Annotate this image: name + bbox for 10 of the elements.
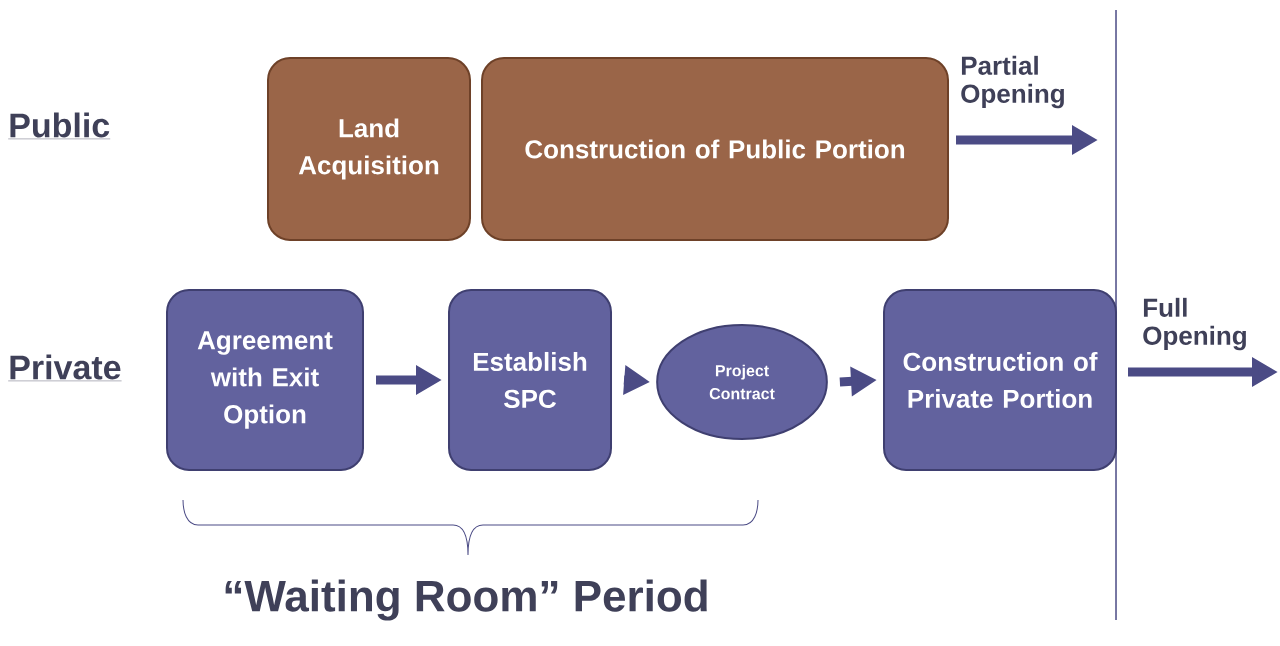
process-box: Construction of Private Portion (883, 289, 1117, 471)
row-label: Private (8, 354, 122, 382)
edge-label: Full Opening (1143, 297, 1246, 351)
caption: “Waiting Room” Period (225, 579, 707, 621)
process-box: Agreement with Exit Option (166, 289, 364, 471)
process-box: Land Acquisition (267, 57, 471, 241)
process-box: Establish SPC (448, 289, 612, 471)
edge-label: Partial Opening (961, 55, 1064, 109)
row-label: Public (8, 112, 111, 140)
process-box: Construction of Public Portion (481, 57, 949, 241)
